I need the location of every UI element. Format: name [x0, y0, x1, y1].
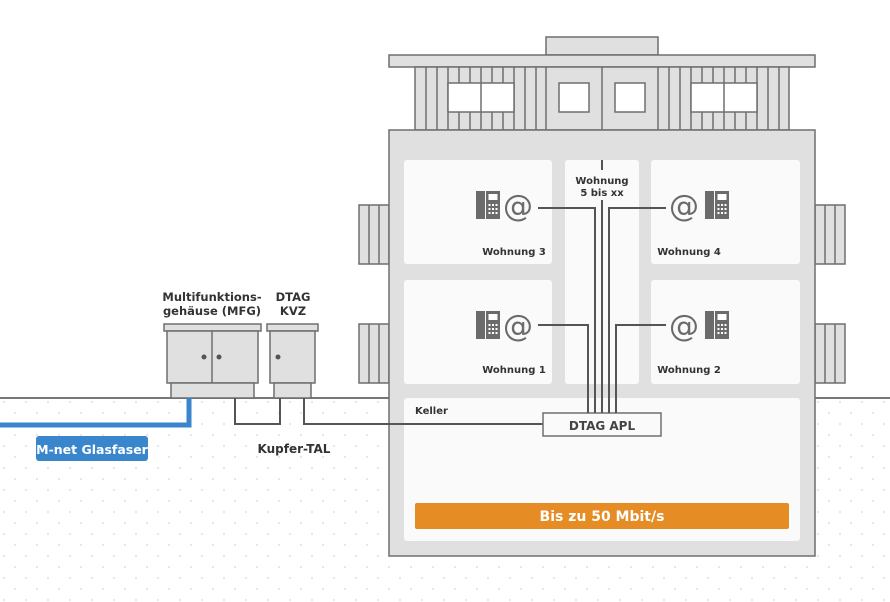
mfg-label-2: gehäuse (MFG): [163, 304, 261, 318]
at-icon: @: [503, 309, 533, 344]
mfg-cabinet: [163, 323, 262, 399]
fiber-line: [0, 398, 192, 428]
at-icon: @: [669, 189, 699, 224]
keller-label: Keller: [415, 406, 448, 417]
speed-label: Bis zu 50 Mbit/s: [540, 509, 665, 525]
copper-lines: [234, 398, 543, 425]
phone-icon: [705, 311, 729, 339]
at-icon: @: [503, 189, 533, 224]
glasfaser-badge: [36, 436, 148, 461]
apl-label: DTAG APL: [569, 419, 636, 433]
riser-lines: [538, 160, 666, 413]
kvz-label-1: DTAG: [276, 290, 311, 304]
balconies: [358, 204, 846, 384]
speed-bar: [415, 503, 789, 529]
wohnung-5-label-2: 5 bis xx: [580, 188, 624, 199]
at-icon: @: [669, 309, 699, 344]
rooftop: [388, 36, 816, 131]
phone-icon: [476, 191, 500, 219]
kupfer-tal-label: Kupfer-TAL: [258, 442, 331, 456]
apartment-label: Wohnung 4: [657, 247, 721, 258]
apartment-label: Wohnung 2: [657, 365, 721, 376]
wohnung-5-label-1: Wohnung: [575, 176, 628, 187]
kvz-cabinet: [266, 323, 319, 399]
phone-icon: [476, 311, 500, 339]
kvz-label-2: KVZ: [280, 304, 306, 318]
glasfaser-label: M-net Glasfaser: [36, 442, 149, 457]
apartment-label: Wohnung 3: [482, 247, 546, 258]
mfg-label-1: Multifunktions-: [162, 290, 261, 304]
apartment-label: Wohnung 1: [482, 365, 546, 376]
phone-icon: [705, 191, 729, 219]
